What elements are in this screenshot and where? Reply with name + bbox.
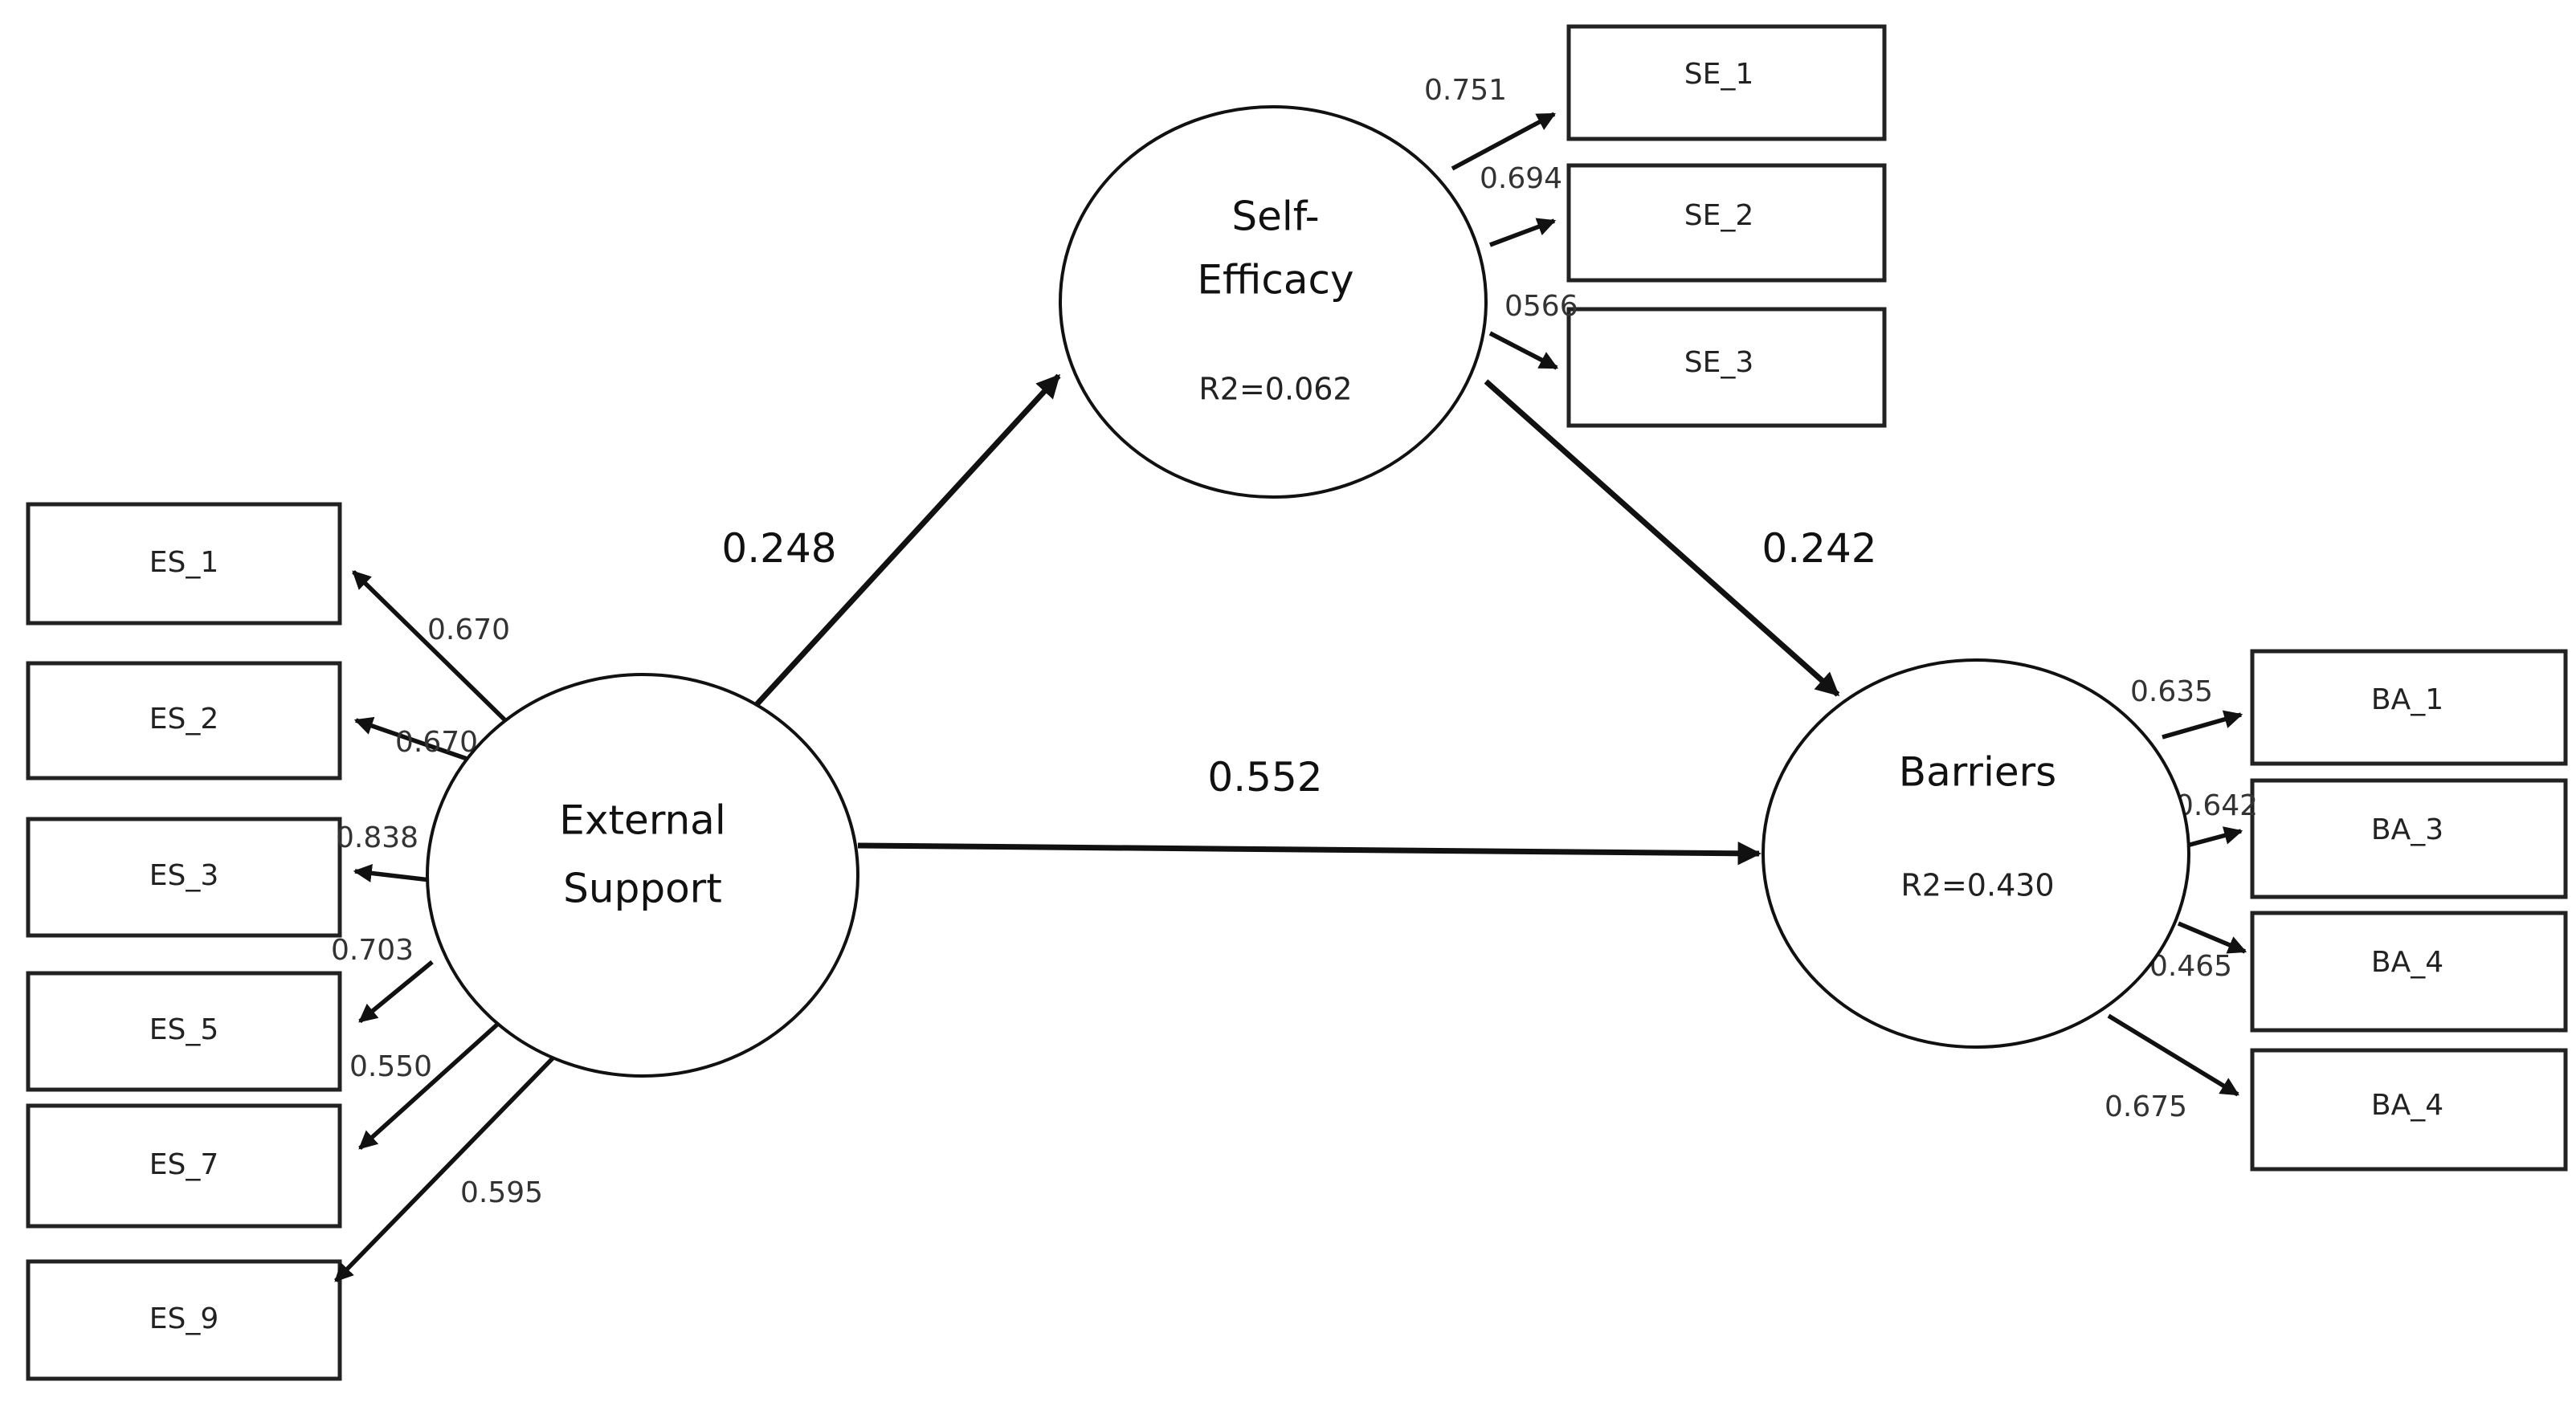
- indicator-box-ba-3: [2250, 778, 2568, 899]
- loading-arrow-es-1: [352, 570, 509, 724]
- construct-label-self-efficacy-line1: Self-: [1231, 194, 1319, 240]
- indicator-label-es-7: ES_7: [149, 1148, 219, 1181]
- indicator-box-ba-4b: [2250, 1048, 2568, 1172]
- construct-label-barriers: Barriers: [1899, 749, 2056, 796]
- loading-es-5: 0.703: [331, 934, 414, 967]
- construct-label-external-support-line1: External: [559, 797, 725, 844]
- loading-es-9: 0.595: [460, 1176, 543, 1209]
- indicator-box-se-2: [1566, 163, 1887, 283]
- path-arrow-es-to-se: [749, 373, 1061, 713]
- indicator-box-ba-1: [2250, 649, 2568, 766]
- construct-barriers: [1762, 658, 2190, 1049]
- loading-es-7: 0.550: [349, 1050, 432, 1083]
- indicator-box-es-9: [26, 1259, 342, 1381]
- loading-arrow-se-2: [1489, 218, 1557, 247]
- indicator-label-ba-4a: BA_4: [2371, 946, 2443, 979]
- loading-arrow-ba-3: [2180, 826, 2243, 850]
- indicator-label-es-5: ES_5: [149, 1013, 219, 1046]
- construct-label-self-efficacy-line2: Efficacy: [1197, 257, 1353, 304]
- loading-arrow-es-9: [334, 1057, 554, 1282]
- indicator-box-se-3: [1566, 307, 1887, 428]
- loading-ba-4a: 0.465: [2149, 950, 2232, 983]
- indicator-label-es-3: ES_3: [149, 859, 219, 892]
- construct-r2-self-efficacy: R2=0.062: [1198, 372, 1352, 407]
- construct-external-support: [426, 673, 859, 1078]
- loading-es-1: 0.670: [427, 613, 510, 646]
- loading-se-3: 0566: [1504, 290, 1578, 323]
- loading-arrow-ba-1: [2162, 710, 2243, 740]
- loading-ba-4b: 0.675: [2104, 1090, 2187, 1123]
- path-coef-es-to-ba: 0.552: [1207, 754, 1322, 801]
- path-arrow-es-to-ba: [857, 842, 1762, 866]
- loading-se-1: 0.751: [1424, 74, 1507, 107]
- indicator-box-es-7: [26, 1103, 342, 1229]
- indicator-label-se-1: SE_1: [1684, 58, 1754, 91]
- path-coef-es-to-se: 0.248: [721, 525, 836, 572]
- path-coef-se-to-ba: 0.242: [1762, 525, 1876, 572]
- loading-arrow-es-7: [358, 1021, 500, 1151]
- loading-ba-3: 0.642: [2175, 789, 2258, 822]
- indicator-label-es-2: ES_2: [149, 703, 219, 736]
- path-arrow-se-to-ba: [1484, 379, 1840, 697]
- indicator-box-es-1: [26, 502, 342, 626]
- indicator-box-es-5: [26, 971, 342, 1092]
- indicator-box-ba-4a: [2250, 911, 2568, 1033]
- construct-r2-barriers: R2=0.430: [1900, 868, 2054, 903]
- loading-arrow-es-5: [358, 960, 434, 1024]
- loading-ba-1: 0.635: [2130, 675, 2213, 708]
- loading-arrow-se-3: [1488, 331, 1559, 370]
- loading-arrow-ba-4a: [2177, 921, 2247, 954]
- loading-es-3: 0.838: [336, 821, 418, 854]
- construct-self-efficacy: [1059, 105, 1488, 499]
- indicator-label-ba-4b: BA_4: [2371, 1089, 2443, 1122]
- construct-label-external-support-line2: Support: [563, 866, 722, 912]
- loading-arrow-ba-4b: [2107, 1013, 2239, 1097]
- indicator-label-es-9: ES_9: [149, 1302, 219, 1335]
- indicator-box-es-2: [26, 661, 342, 780]
- indicator-box-se-1: [1566, 24, 1887, 141]
- indicator-label-se-3: SE_3: [1684, 346, 1754, 379]
- indicator-label-ba-1: BA_1: [2371, 683, 2443, 716]
- loading-arrow-es-2: [353, 716, 475, 764]
- indicator-label-ba-3: BA_3: [2371, 813, 2443, 846]
- loading-es-2: 0.670: [395, 726, 478, 759]
- loading-se-2: 0.694: [1480, 162, 1562, 195]
- indicator-label-se-2: SE_2: [1684, 199, 1754, 232]
- loading-arrow-se-1: [1451, 112, 1557, 171]
- indicator-box-es-3: [26, 817, 342, 938]
- indicator-label-es-1: ES_1: [149, 546, 219, 579]
